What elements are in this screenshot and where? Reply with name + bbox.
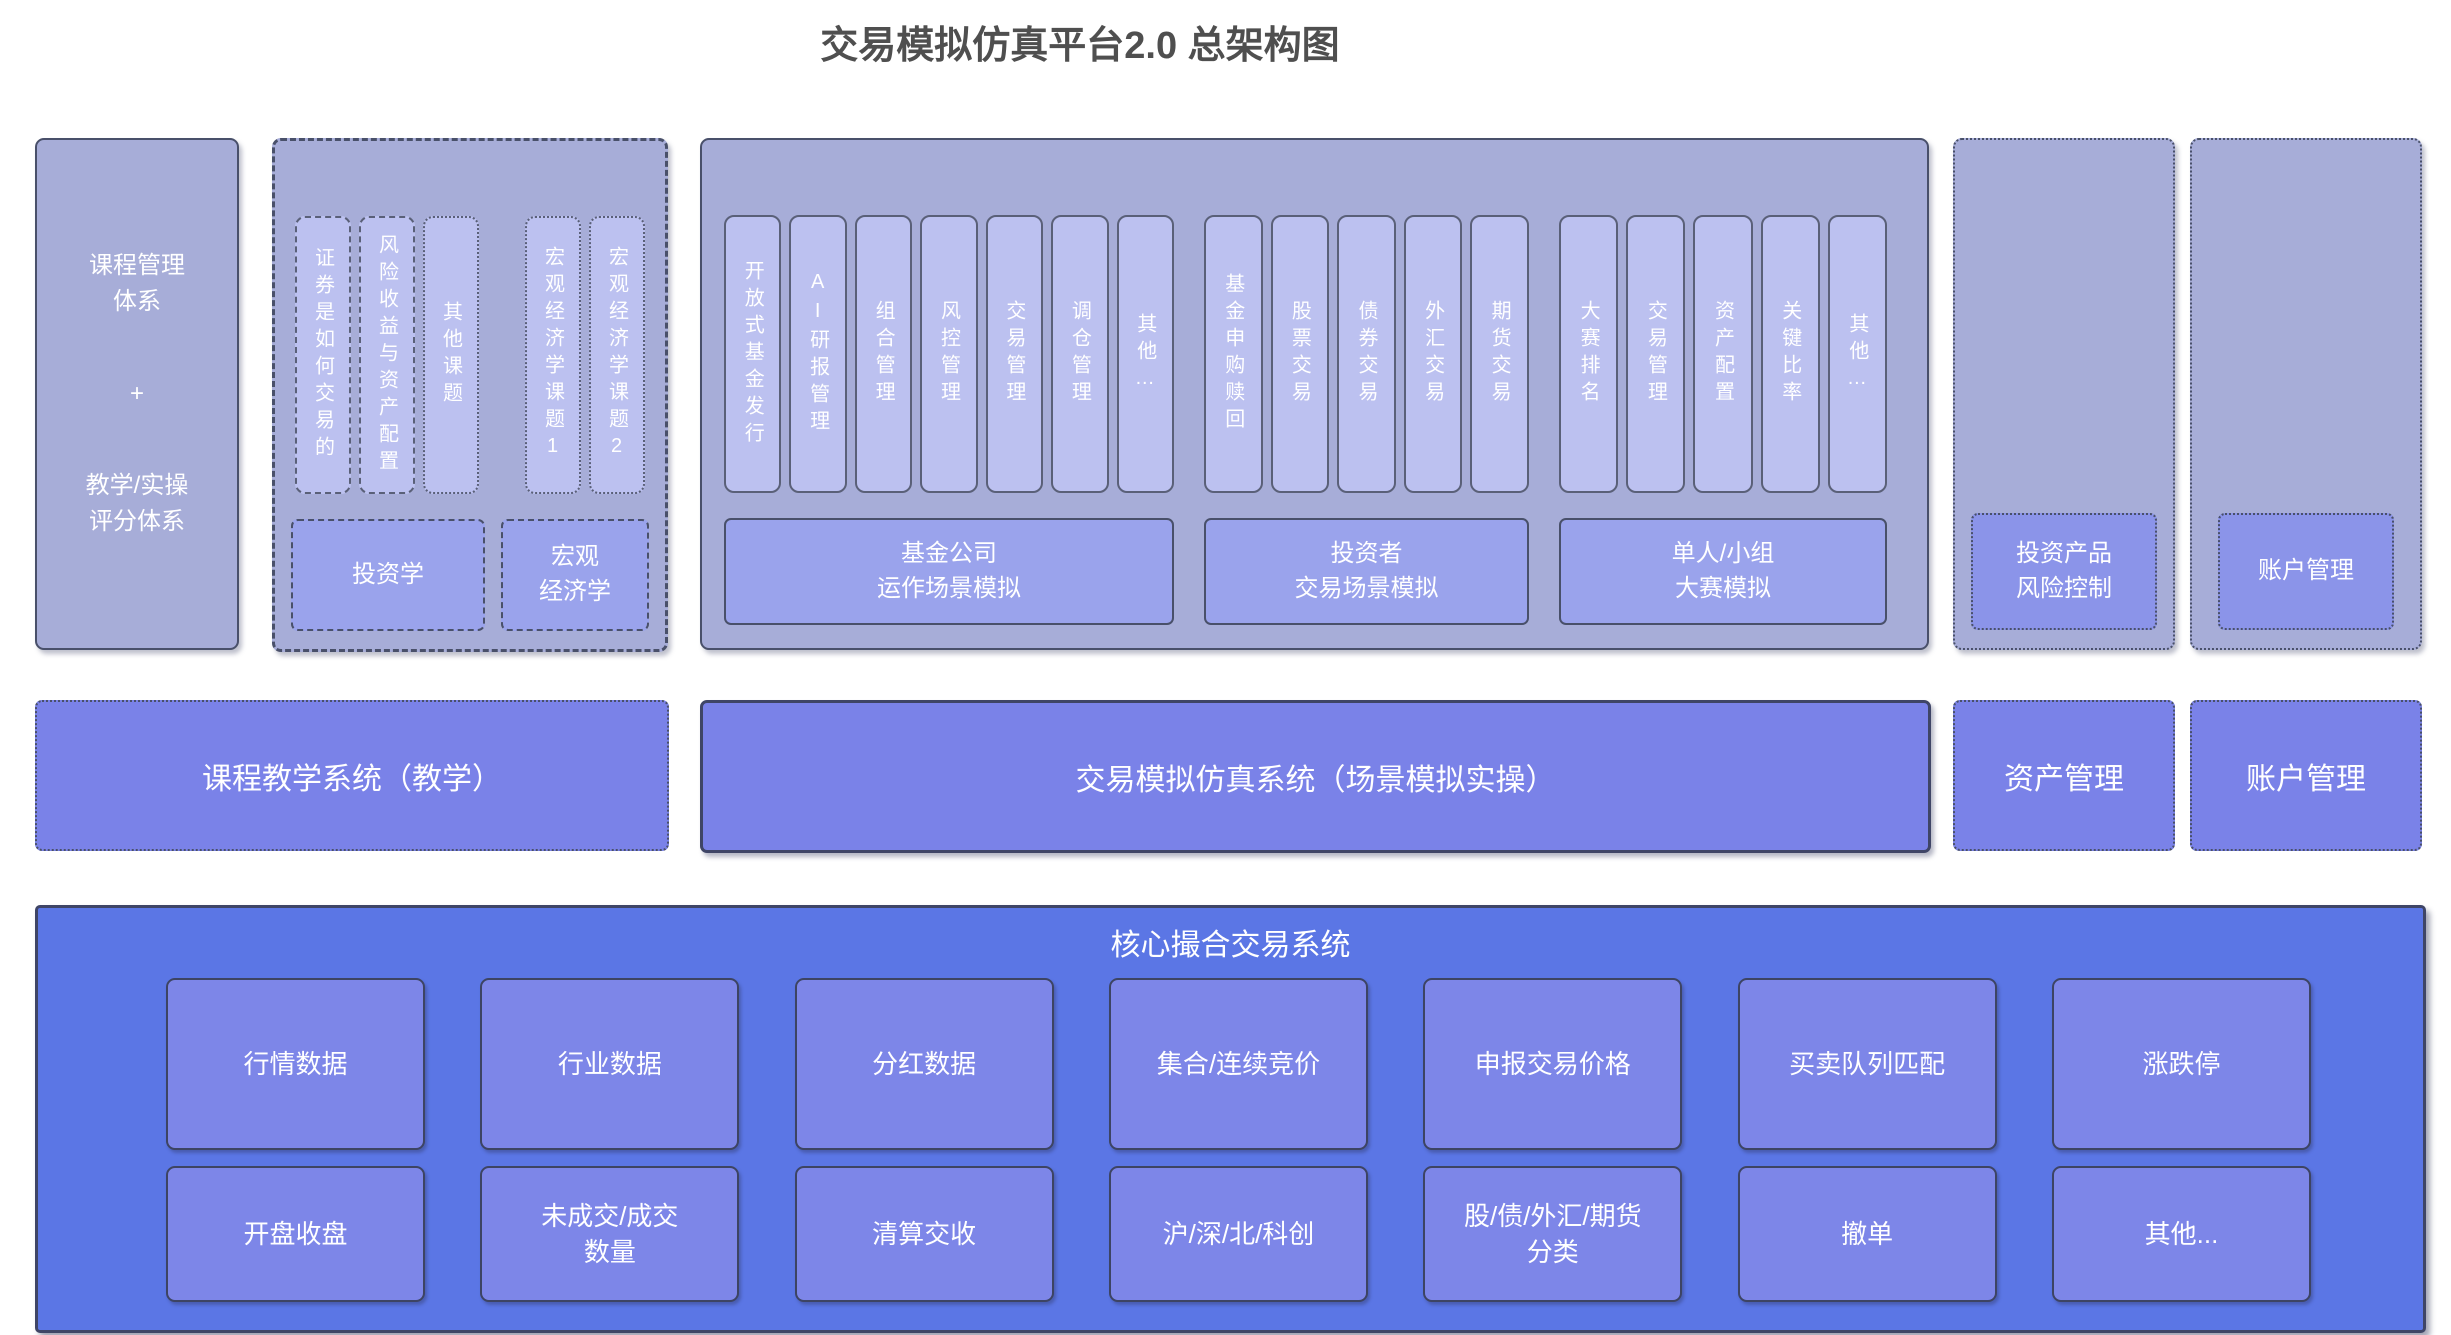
system-account-management: 账户管理: [2190, 700, 2422, 851]
core-row-2: 开盘收盘 未成交/成交 数量 清算交收 沪/深/北/科创 股/债/外汇/期货 分…: [166, 1166, 2311, 1302]
column-fx-trading: 外汇交易: [1403, 215, 1463, 493]
column-risk-mgmt: 风控管理: [920, 215, 978, 493]
core-box-clearing: 清算交收: [794, 1166, 1054, 1302]
topic-group-boxes: 投资学 宏观 经济学: [291, 519, 649, 631]
group-box-investor-sim: 投资者 交易场景模拟: [1204, 518, 1529, 625]
section-contest: 大赛排名 交易管理 资产配置 关键比率 其他… 单人/小组 大赛模拟: [1559, 215, 1888, 630]
core-box-cancel-order: 撤单: [1737, 1166, 1997, 1302]
system-course-teaching: 课程教学系统（教学）: [35, 700, 669, 851]
simulation-sections: 开放式基金发行 AI研报管理 组合管理 风控管理 交易管理 调仓管理 其他… 基…: [724, 215, 1902, 630]
core-row-1: 行情数据 行业数据 分红数据 集合/连续竞价 申报交易价格 买卖队列匹配 涨跌停: [166, 978, 2311, 1150]
page-title: 交易模拟仿真平台2.0 总架构图: [820, 25, 1340, 67]
panel-account: 账户管理: [2190, 138, 2422, 650]
column-bond-trading: 债券交易: [1337, 215, 1396, 493]
group-box-contest-sim: 单人/小组 大赛模拟: [1559, 518, 1887, 625]
box-account-management-top: 账户管理: [2218, 513, 2394, 630]
column-fund-subscribe: 基金申购赎回: [1204, 215, 1263, 493]
column-stock-trading: 股票交易: [1270, 215, 1330, 493]
core-system-title: 核心撮合交易系统: [1110, 929, 1351, 962]
core-box-market-data: 行情数据: [166, 978, 425, 1150]
topic-column-securities: 证券是如何交易的: [295, 216, 351, 494]
panel-core-matching-system: 核心撮合交易系统 行情数据 行业数据 分红数据 集合/连续竞价 申报交易价格 买…: [35, 905, 2426, 1333]
column-contest-other: 其他…: [1827, 215, 1888, 493]
topic-column-macro-1: 宏观经济学课题1: [525, 216, 581, 494]
box-product-risk-control: 投资产品 风险控制: [1971, 513, 2157, 630]
column-contest-trade-mgmt: 交易管理: [1626, 215, 1686, 493]
course-management-label: 课程管理 体系: [89, 252, 185, 315]
core-box-order-price: 申报交易价格: [1423, 978, 1683, 1150]
core-box-industry-data: 行业数据: [480, 978, 740, 1150]
core-box-price-limit: 涨跌停: [2051, 978, 2311, 1150]
panel-risk-control: 投资产品 风险控制: [1953, 138, 2175, 650]
teaching-scoring-label: 教学/实操 评分体系: [85, 472, 189, 535]
system-asset-management: 资产管理: [1953, 700, 2175, 851]
column-key-ratios: 关键比率: [1760, 215, 1820, 493]
section-fund-company: 开放式基金发行 AI研报管理 组合管理 风控管理 交易管理 调仓管理 其他… 基…: [724, 215, 1174, 630]
topic-columns: 证券是如何交易的 风险收益与资产配置 其他课题 宏观经济学课题1 宏观经济学课题…: [295, 216, 645, 494]
column-other: 其他…: [1116, 215, 1174, 493]
column-contest-ranking: 大赛排名: [1559, 215, 1619, 493]
core-box-filled-unfilled: 未成交/成交 数量: [480, 1166, 740, 1302]
column-futures-trading: 期货交易: [1470, 215, 1529, 493]
core-box-auction: 集合/连续竞价: [1108, 978, 1368, 1150]
panel-simulation-scenarios: 开放式基金发行 AI研报管理 组合管理 风控管理 交易管理 调仓管理 其他… 基…: [700, 138, 1929, 650]
group-box-macroeconomics: 宏观 经济学: [501, 519, 649, 631]
core-box-dividend-data: 分红数据: [794, 978, 1054, 1150]
core-box-open-close: 开盘收盘: [166, 1166, 425, 1302]
column-trade-mgmt: 交易管理: [985, 215, 1044, 493]
group-box-investment: 投资学: [291, 519, 486, 631]
investor-columns: 基金申购赎回 股票交易 债券交易 外汇交易 期货交易: [1204, 215, 1529, 493]
panel-course-topics: 证券是如何交易的 风险收益与资产配置 其他课题 宏观经济学课题1 宏观经济学课题…: [272, 138, 668, 652]
core-box-other: 其他...: [2051, 1166, 2311, 1302]
column-ai-research: AI研报管理: [789, 215, 847, 493]
group-box-fund-company-sim: 基金公司 运作场景模拟: [724, 518, 1174, 625]
contest-columns: 大赛排名 交易管理 资产配置 关键比率 其他…: [1559, 215, 1888, 493]
core-box-asset-classes: 股/债/外汇/期货 分类: [1423, 1166, 1683, 1302]
panel-course-management: 课程管理 体系 + 教学/实操 评分体系: [35, 138, 239, 650]
topic-column-macro-2: 宏观经济学课题2: [589, 216, 645, 494]
system-trading-simulation: 交易模拟仿真系统（场景模拟实操）: [700, 700, 1931, 853]
core-box-queue-matching: 买卖队列匹配: [1737, 978, 1997, 1150]
section-investor: 基金申购赎回 股票交易 债券交易 外汇交易 期货交易 投资者 交易场景模拟: [1204, 215, 1529, 630]
plus-sign: +: [129, 380, 144, 407]
column-open-fund-issue: 开放式基金发行: [724, 215, 782, 493]
column-asset-allocation: 资产配置: [1693, 215, 1753, 493]
topic-column-risk-return: 风险收益与资产配置: [359, 216, 415, 494]
column-portfolio-mgmt: 组合管理: [854, 215, 913, 493]
column-rebalance-mgmt: 调仓管理: [1051, 215, 1109, 493]
column-spacer: [487, 216, 517, 494]
topic-column-other: 其他课题: [423, 216, 479, 494]
core-box-exchanges: 沪/深/北/科创: [1108, 1166, 1368, 1302]
fund-company-columns: 开放式基金发行 AI研报管理 组合管理 风控管理 交易管理 调仓管理 其他…: [724, 215, 1174, 493]
